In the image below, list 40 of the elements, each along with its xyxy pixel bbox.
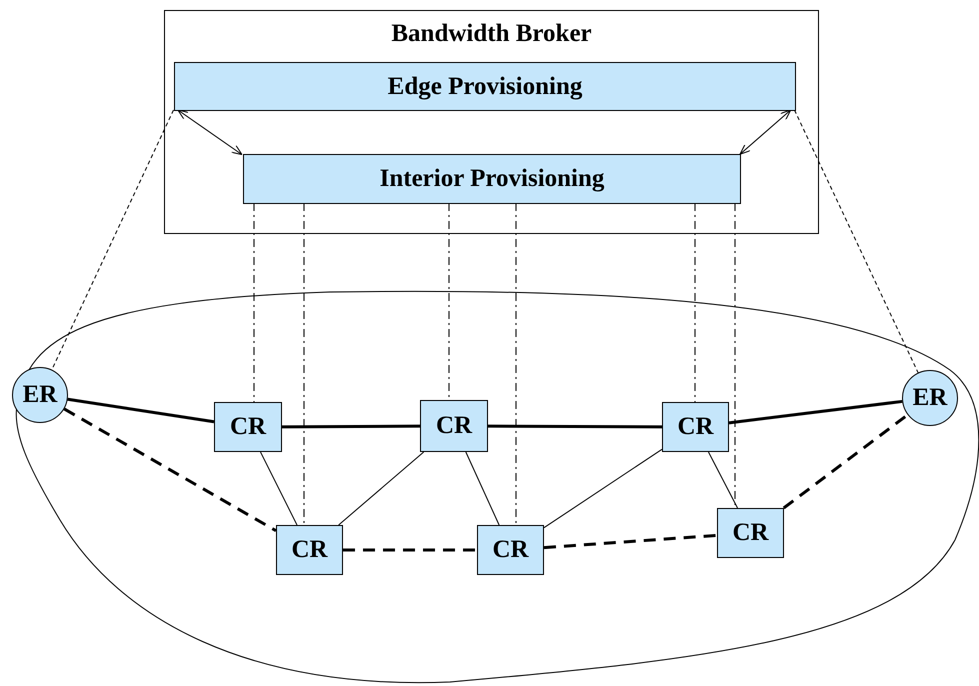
link-line: [708, 452, 738, 508]
link-line: [782, 414, 909, 510]
link-line: [282, 424, 420, 428]
router-circle: [902, 370, 958, 426]
arrow: [740, 110, 792, 155]
link-line: [338, 452, 424, 526]
node-label: CR: [677, 413, 714, 441]
node-label: CR: [230, 413, 266, 441]
router-box: [420, 400, 488, 452]
broker-box: [164, 10, 819, 234]
link-line: [64, 408, 277, 532]
arrow: [177, 110, 242, 156]
node-label: ER: [22, 381, 58, 409]
provisioning-box: [174, 62, 796, 111]
link-line: [544, 448, 662, 528]
node-label: CR: [436, 412, 472, 440]
box-heading: Bandwidth Broker: [391, 20, 592, 48]
link-line: [488, 424, 662, 428]
router-circle: [12, 367, 68, 423]
link-line: [728, 400, 902, 424]
router-box: [214, 402, 282, 452]
dash-dot-link: [694, 202, 696, 402]
link-line: [794, 110, 919, 374]
provisioning-box: [243, 154, 741, 204]
node-label: Edge Provisioning: [388, 72, 582, 100]
node-label: CR: [492, 536, 529, 564]
link-line: [465, 452, 500, 526]
link-line: [343, 548, 477, 552]
link-line: [67, 398, 214, 424]
router-box: [477, 525, 544, 575]
node-label: ER: [912, 384, 948, 412]
node-label: Interior Provisioning: [380, 165, 604, 193]
router-box: [662, 402, 729, 452]
link-line: [260, 452, 298, 526]
node-label: CR: [732, 519, 769, 547]
link-line: [51, 110, 174, 370]
router-box: [276, 525, 343, 575]
link-line: [544, 534, 718, 550]
node-label: CR: [291, 536, 328, 564]
router-box: [717, 508, 784, 558]
